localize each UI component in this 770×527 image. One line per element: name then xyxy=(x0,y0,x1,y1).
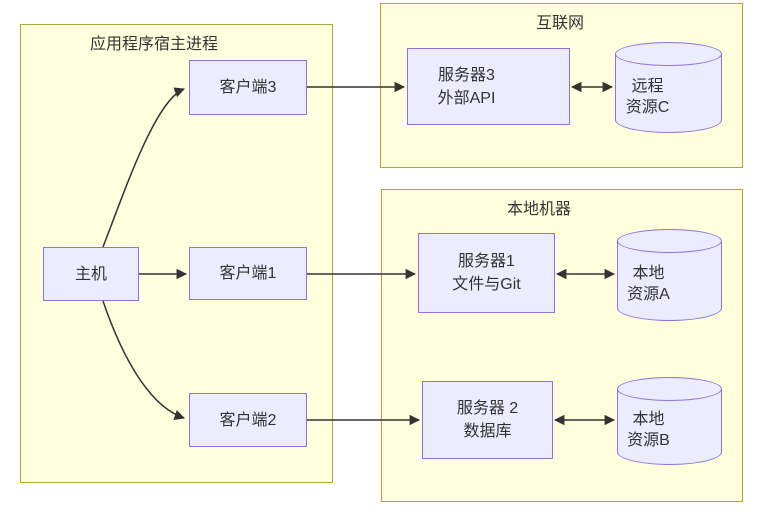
cylinder-body xyxy=(617,241,722,321)
cylinder-remote-resource-c: 远程 资源C xyxy=(615,42,722,133)
cylinder-c-label-line1: 远程 xyxy=(631,77,664,95)
node-server3-label-line1: 服务器3 xyxy=(438,66,495,84)
cylinder-local-resource-b: 本地 资源B xyxy=(617,377,722,465)
cylinder-local-resource-a: 本地 资源A xyxy=(617,229,722,321)
node-host-label: 主机 xyxy=(74,265,107,283)
node-server2-label-line1: 服务器 2 xyxy=(456,400,519,417)
cylinder-c-label-line2: 资源C xyxy=(625,98,670,116)
cluster-title-internet: 互联网 xyxy=(535,15,585,32)
node-server1-files-git: 服务器1 文件与Git xyxy=(418,233,555,313)
cylinder-body xyxy=(617,389,722,465)
cluster-title-app-host-process: 应用程序宿主进程 xyxy=(89,36,219,53)
cylinder-top xyxy=(615,42,722,66)
cylinder-b-label-line1: 本地 xyxy=(632,411,665,428)
node-client2-label: 客户端2 xyxy=(219,411,277,429)
node-server2-database: 服务器 2 数据库 xyxy=(422,381,553,459)
node-server1-label-line2: 文件与Git xyxy=(452,276,521,293)
node-server1-label-line1: 服务器1 xyxy=(458,253,515,270)
cylinder-top xyxy=(617,229,722,253)
node-server2-label-line2: 数据库 xyxy=(463,423,512,440)
cylinder-a-label-line1: 本地 xyxy=(632,265,665,282)
cylinder-a-label-line2: 资源A xyxy=(627,286,670,303)
node-client2: 客户端2 xyxy=(189,393,307,447)
cylinder-top xyxy=(617,377,722,401)
node-client1-label: 客户端1 xyxy=(219,265,277,282)
node-server3-label-line2: 外部API xyxy=(437,89,496,107)
cylinder-b-label-line2: 资源B xyxy=(627,432,670,449)
node-client1: 客户端1 xyxy=(189,247,307,300)
cluster-title-local-machine: 本地机器 xyxy=(506,201,572,218)
node-client3-label: 客户端3 xyxy=(219,79,277,96)
node-host: 主机 xyxy=(43,247,139,301)
cylinder-body xyxy=(615,54,722,133)
node-server3-external-api: 服务器3 外部API xyxy=(407,48,570,125)
node-client3: 客户端3 xyxy=(189,60,307,115)
